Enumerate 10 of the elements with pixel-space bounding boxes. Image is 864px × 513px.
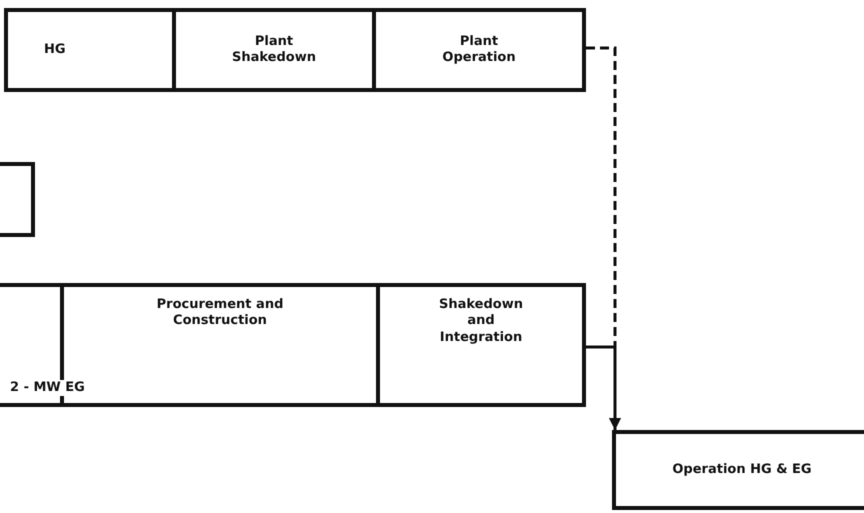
box-label: Shakedown and Integration (438, 297, 524, 346)
empty-box (0, 162, 35, 237)
box-label: HG (44, 42, 66, 58)
box-label: Plant Shakedown (230, 34, 317, 66)
process-box (612, 430, 864, 510)
arrow (586, 346, 621, 430)
box-label: Plant Operation (441, 34, 517, 66)
text-label: 2 - MW EG (8, 380, 87, 396)
box-label: Procurement and Construction (156, 297, 284, 330)
box-label: Operation HG & EG (672, 462, 812, 478)
